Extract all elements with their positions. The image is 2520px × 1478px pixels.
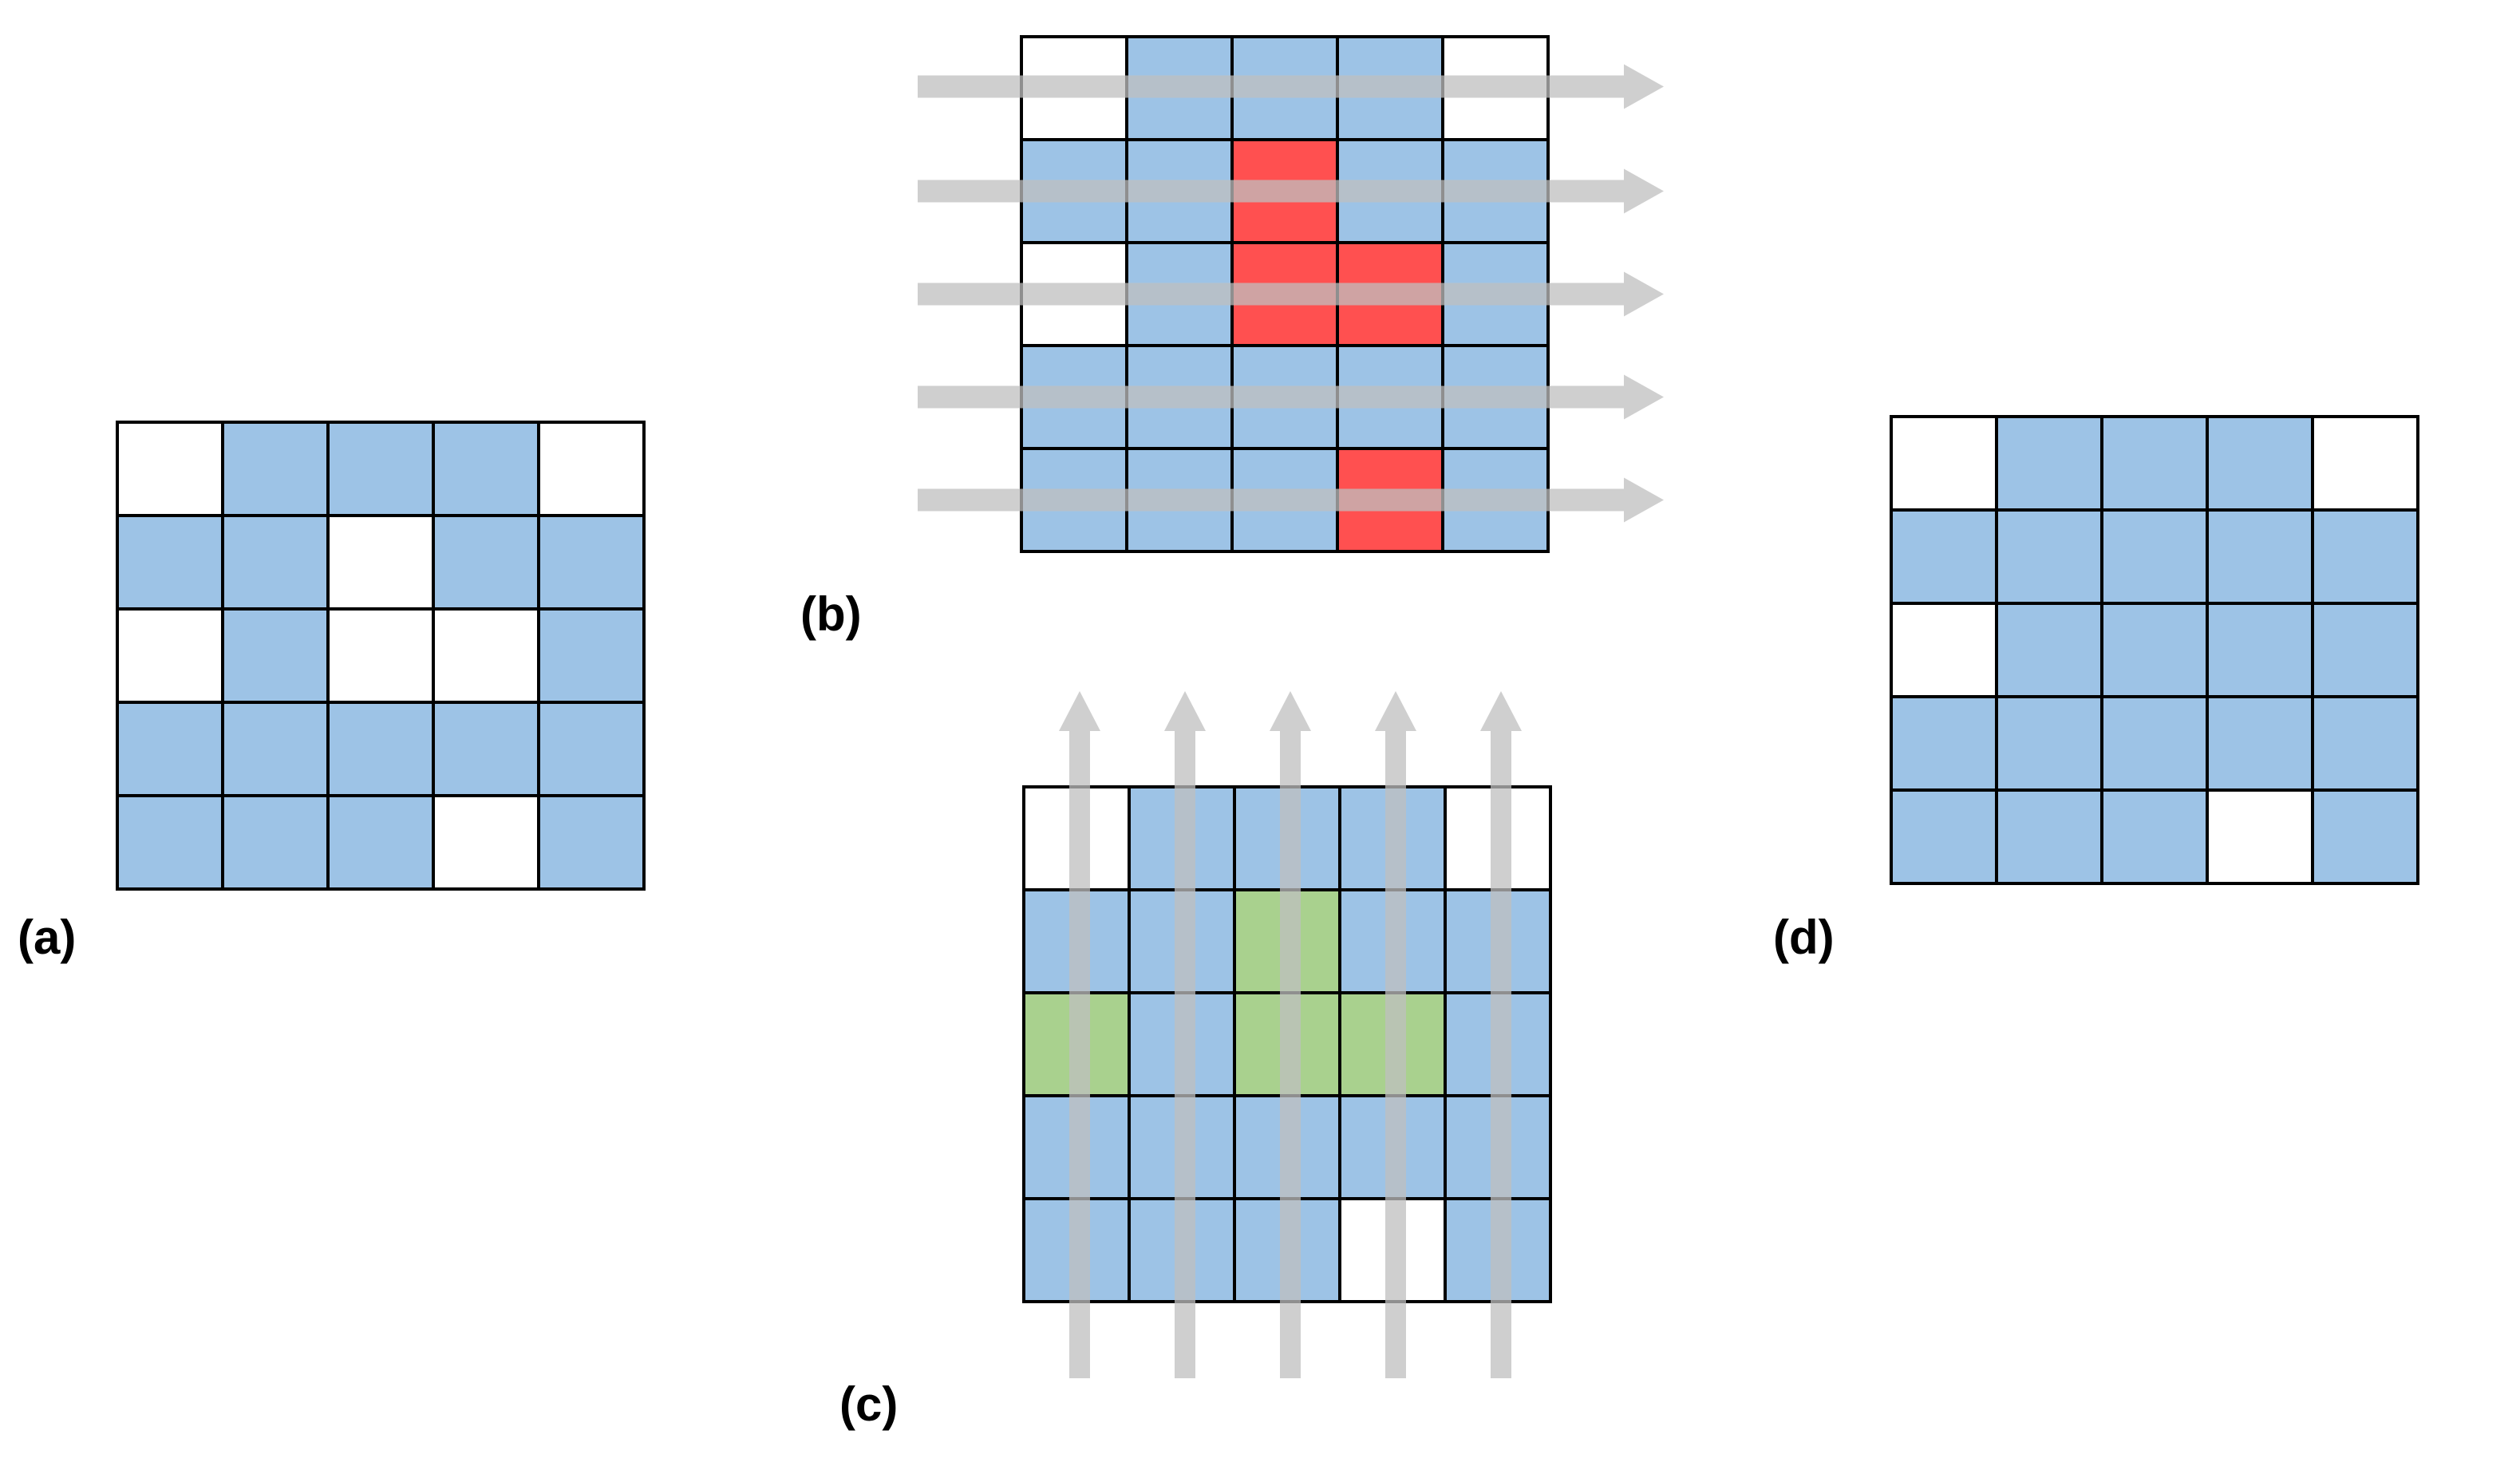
blue-cell <box>1995 508 2103 605</box>
blue-cell <box>221 794 330 891</box>
blue-cell <box>2206 415 2314 512</box>
blue-cell <box>2100 602 2209 698</box>
blue-cell <box>116 794 224 891</box>
empty-cell <box>1890 415 1998 512</box>
blue-cell <box>1890 508 1998 605</box>
empty-cell <box>432 794 540 891</box>
blue-cell <box>1995 788 2103 885</box>
arrow-up-head <box>1270 691 1311 731</box>
blue-cell <box>326 421 435 517</box>
empty-cell <box>2311 415 2419 512</box>
arrow-right-head <box>1624 168 1664 214</box>
arrow-right-shaft <box>918 385 1624 409</box>
arrow-right-shaft <box>918 180 1624 203</box>
arrow-right-head <box>1624 64 1664 109</box>
empty-cell <box>432 607 540 704</box>
blue-cell <box>221 514 330 611</box>
panel-b-label: (b) <box>800 587 862 641</box>
arrow-right-shaft <box>918 283 1624 306</box>
blue-cell <box>2206 508 2314 605</box>
arrow-up-head <box>1375 691 1416 731</box>
blue-cell <box>2206 602 2314 698</box>
arrow-right-head <box>1624 477 1664 523</box>
panel-c <box>1022 691 1552 1378</box>
empty-cell <box>116 421 224 517</box>
arrow-up-shaft <box>1069 731 1090 1378</box>
blue-cell <box>432 421 540 517</box>
panel-d <box>1890 415 2419 885</box>
panel-c-label: (c) <box>839 1377 898 1431</box>
panel-b <box>918 35 1664 553</box>
blue-cell <box>2100 695 2209 792</box>
blue-cell <box>1995 415 2103 512</box>
blue-cell <box>537 607 646 704</box>
blue-cell <box>221 701 330 797</box>
arrow-up-head <box>1164 691 1206 731</box>
arrow-right-shaft <box>918 488 1624 512</box>
blue-cell <box>2311 695 2419 792</box>
arrow-up-head <box>1059 691 1100 731</box>
blue-cell <box>2311 602 2419 698</box>
empty-cell <box>116 607 224 704</box>
blue-cell <box>2311 508 2419 605</box>
blue-cell <box>2100 508 2209 605</box>
blue-cell <box>537 701 646 797</box>
blue-cell <box>432 701 540 797</box>
arrow-up-shaft <box>1280 731 1301 1378</box>
empty-cell <box>537 421 646 517</box>
arrow-up-shaft <box>1385 731 1406 1378</box>
blue-cell <box>2100 415 2209 512</box>
empty-cell <box>326 514 435 611</box>
blue-cell <box>221 607 330 704</box>
empty-cell <box>2206 788 2314 885</box>
blue-cell <box>2100 788 2209 885</box>
blue-cell <box>326 794 435 891</box>
blue-cell <box>537 514 646 611</box>
blue-cell <box>432 514 540 611</box>
arrow-right-head <box>1624 374 1664 420</box>
blue-cell <box>221 421 330 517</box>
blue-cell <box>2206 695 2314 792</box>
blue-cell <box>537 794 646 891</box>
blue-cell <box>326 701 435 797</box>
blue-cell <box>1890 788 1998 885</box>
blue-cell <box>1995 602 2103 698</box>
empty-cell <box>1890 602 1998 698</box>
blue-cell <box>116 701 224 797</box>
arrow-up-head <box>1480 691 1522 731</box>
panel-d-label: (d) <box>1773 911 1835 964</box>
panel-a <box>116 421 646 891</box>
blue-cell <box>1890 695 1998 792</box>
empty-cell <box>326 607 435 704</box>
blue-cell <box>1995 695 2103 792</box>
arrow-right-head <box>1624 271 1664 317</box>
arrow-up-shaft <box>1491 731 1511 1378</box>
blue-cell <box>116 514 224 611</box>
arrow-up-shaft <box>1175 731 1195 1378</box>
arrow-right-shaft <box>918 75 1624 98</box>
panel-a-label: (a) <box>18 911 76 964</box>
blue-cell <box>2311 788 2419 885</box>
